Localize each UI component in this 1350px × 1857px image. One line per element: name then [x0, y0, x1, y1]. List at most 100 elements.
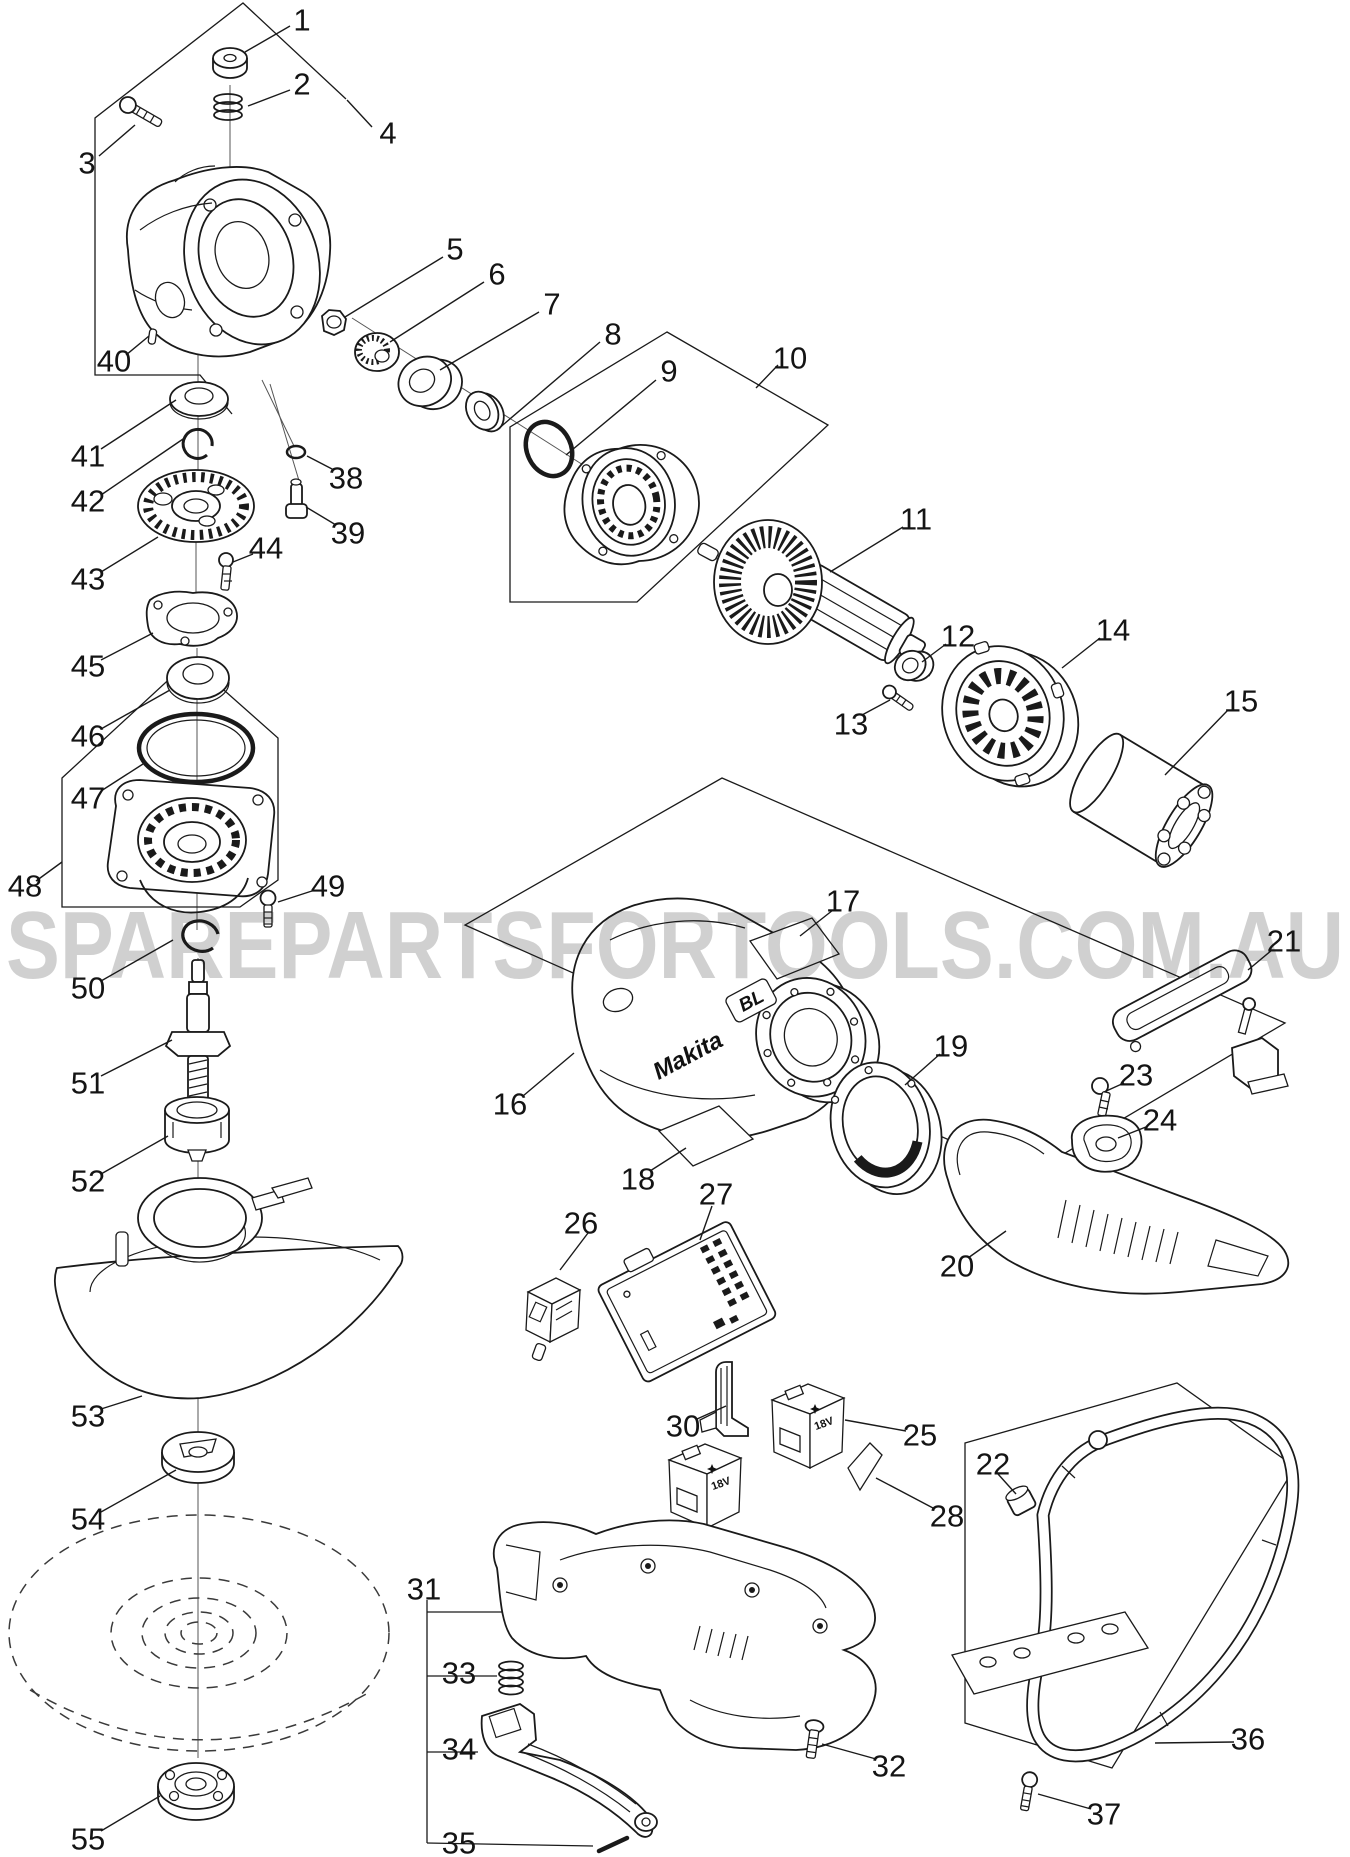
part-label-16: 16	[493, 1087, 527, 1122]
part-31-lower-housing	[492, 1519, 877, 1751]
leader-line-28	[875, 1477, 934, 1509]
leader-line-37	[1037, 1793, 1092, 1810]
leader-line-8	[496, 341, 601, 431]
part-label-34: 34	[442, 1732, 476, 1767]
part-11-armature	[697, 519, 926, 665]
part-label-36: 36	[1231, 1722, 1265, 1757]
leader-line-3	[98, 124, 136, 157]
part-label-40: 40	[97, 344, 131, 379]
part-43-bevel-gear	[137, 469, 255, 543]
part-54-inner-flange	[161, 1431, 235, 1484]
leader-line-15	[1164, 709, 1229, 776]
part-10-bearing-box-plate	[563, 444, 700, 566]
leader-line-17	[799, 909, 834, 937]
part-label-49: 49	[311, 869, 345, 904]
part-34-switch-lever	[480, 1703, 658, 1838]
part-label-38: 38	[329, 461, 363, 496]
leader-line-24	[1117, 1126, 1147, 1139]
leader-line-4	[346, 99, 373, 128]
leader-line-6	[389, 281, 485, 343]
part-26-switch	[525, 1277, 582, 1362]
part-label-55: 55	[71, 1822, 105, 1857]
leader-line-53	[100, 1395, 143, 1410]
leader-line-7	[439, 311, 540, 371]
part-33-spring	[498, 1660, 524, 1696]
part-49-screw	[259, 889, 277, 928]
leader-line-47	[100, 763, 144, 792]
part-label-19: 19	[934, 1029, 968, 1064]
part-30-terminal	[699, 1361, 749, 1437]
part-41-bearing	[169, 381, 229, 420]
part-45-bearing-retainer	[145, 590, 238, 647]
part-53-wheel-guard	[53, 1177, 404, 1400]
leader-line-55	[100, 1795, 161, 1832]
part-label-37: 37	[1087, 1797, 1121, 1832]
part-5-hex-nut	[321, 309, 347, 336]
part-label-52: 52	[71, 1164, 105, 1199]
leader-line-46	[100, 689, 171, 730]
part-47-o-ring	[136, 711, 256, 785]
part-1-cap	[212, 47, 248, 79]
leader-line-20	[967, 1230, 1007, 1259]
part-label-21: 21	[1267, 924, 1301, 959]
part-label-46: 46	[71, 719, 105, 754]
leader-lines	[35, 25, 1273, 1832]
part-48-bearing-box	[106, 779, 276, 914]
part-label-2: 2	[293, 67, 310, 102]
part-label-25: 25	[903, 1418, 937, 1453]
leader-line-19	[904, 1053, 941, 1086]
part-17-nameplate	[748, 917, 841, 980]
part-44-screw	[218, 552, 234, 591]
leader-line-54	[100, 1469, 177, 1513]
leader-line-51	[100, 1039, 173, 1077]
part-8-washer	[465, 390, 505, 433]
part-label-5: 5	[446, 232, 463, 267]
part-9-o-ring	[523, 419, 575, 479]
part-label-14: 14	[1096, 613, 1130, 648]
part-15-stator	[1069, 732, 1214, 868]
part-label-54: 54	[71, 1502, 105, 1537]
leader-line-22	[997, 1473, 1017, 1495]
part-label-13: 13	[834, 707, 868, 742]
leader-line-45	[100, 632, 154, 661]
part-label-53: 53	[71, 1399, 105, 1434]
part-label-50: 50	[71, 971, 105, 1006]
leader-line-49	[277, 889, 316, 903]
leader-line-10	[755, 364, 779, 389]
part-label-33: 33	[442, 1656, 476, 1691]
part-label-22: 22	[976, 1447, 1010, 1482]
part-36-loop-handle	[951, 1406, 1300, 1763]
parts-art: BL Makita	[8, 47, 1300, 1854]
leader-line-39	[305, 506, 337, 526]
leader-line-23	[1103, 1082, 1125, 1093]
watermark-text: SPAREPARTSFORTOOLS.COM.AU	[6, 892, 1344, 999]
part-label-1: 1	[293, 3, 310, 38]
part-27-controller	[597, 1221, 777, 1383]
leader-line-13	[861, 699, 891, 716]
leader-line-40	[125, 335, 150, 356]
part-6-pinion	[354, 332, 400, 372]
leader-line-41	[100, 399, 177, 450]
part-label-47: 47	[71, 781, 105, 816]
leader-line-38	[306, 455, 335, 471]
part-20-rear-housing	[943, 1118, 1290, 1295]
part-2-spring	[213, 93, 243, 121]
leader-line-14	[1061, 637, 1101, 669]
leader-line-27	[699, 1205, 713, 1241]
part-label-51: 51	[71, 1066, 105, 1101]
part-55-lock-nut	[157, 1762, 235, 1821]
part-label-3: 3	[78, 146, 95, 181]
leader-line-48	[35, 861, 63, 882]
part-28-label	[847, 1442, 883, 1492]
part-32-screw	[804, 1719, 825, 1759]
leader-line-2	[247, 89, 291, 107]
part-3-screw	[118, 96, 163, 128]
leader-line-42	[100, 436, 187, 496]
leader-line-36	[1154, 1741, 1235, 1744]
part-label-9: 9	[660, 354, 677, 389]
part-label-44: 44	[249, 531, 283, 566]
part-label-35: 35	[442, 1826, 476, 1857]
part-label-45: 45	[71, 649, 105, 684]
part-label-43: 43	[71, 562, 105, 597]
